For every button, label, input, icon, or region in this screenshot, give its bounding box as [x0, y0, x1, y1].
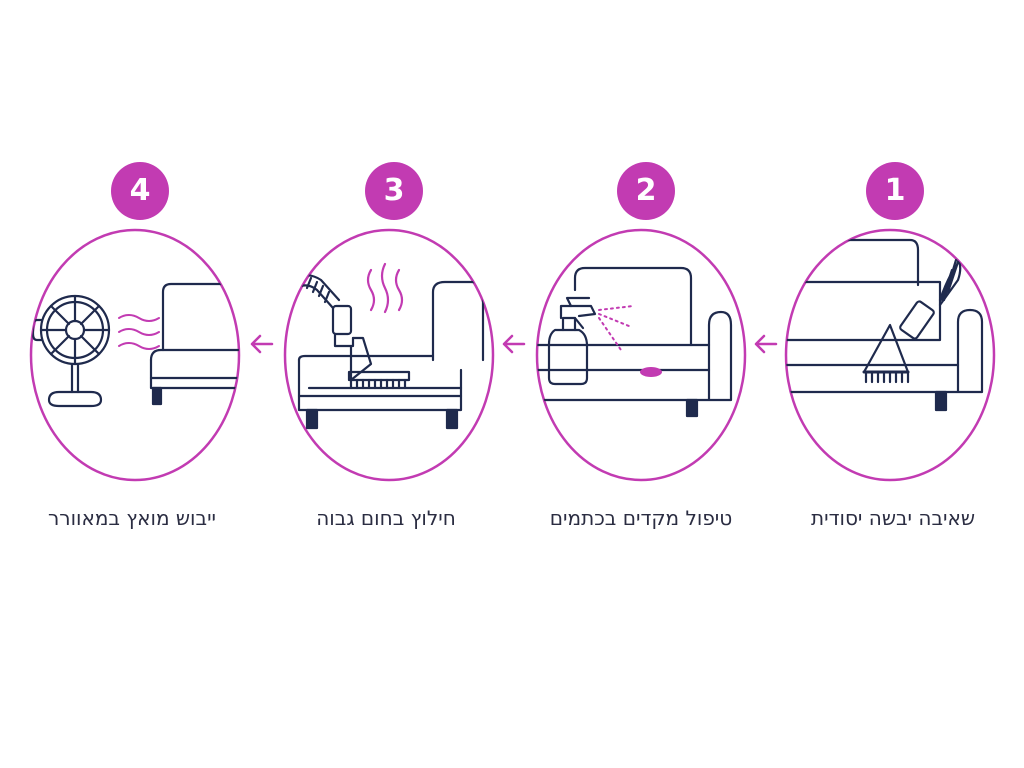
step-1-badge: 1 [866, 162, 924, 220]
step-1: 1 [780, 160, 1000, 482]
step-2-badge: 2 [617, 162, 675, 220]
step-4-label: ייבוש מואץ במאוורר [47, 506, 217, 530]
stain-icon [640, 367, 662, 377]
step-3-label: חילוץ בחום גבוה [316, 506, 456, 530]
sofa-icon [786, 238, 984, 412]
spray-mist-icon [598, 305, 634, 351]
step-4-badge: 4 [111, 162, 169, 220]
step-2: 2 [531, 160, 751, 482]
vacuum-nozzle-icon [862, 248, 967, 384]
step-3: 3 [279, 160, 499, 482]
arrow-left-icon [754, 334, 778, 354]
spray-bottle-icon [547, 296, 597, 386]
step-1-label: שאיבה יבשה יסודית [810, 506, 976, 530]
fan-icon [31, 294, 111, 408]
step-4-frame [29, 228, 241, 482]
sofa-icon [297, 280, 485, 430]
arrow-left-icon [502, 334, 526, 354]
step-3-frame [283, 228, 495, 482]
steam-extractor-icon [295, 274, 411, 390]
step-2-frame [535, 228, 747, 482]
steam-icon [366, 262, 404, 314]
sofa-icon [537, 263, 733, 418]
arrow-left-icon [250, 334, 274, 354]
step-4: 4 [25, 160, 245, 482]
step-3-badge: 3 [365, 162, 423, 220]
step-2-label: טיפול מקדים בכתמים [549, 506, 733, 530]
airflow-icon [118, 314, 160, 350]
step-1-frame [784, 228, 996, 482]
armchair-icon [149, 282, 239, 406]
